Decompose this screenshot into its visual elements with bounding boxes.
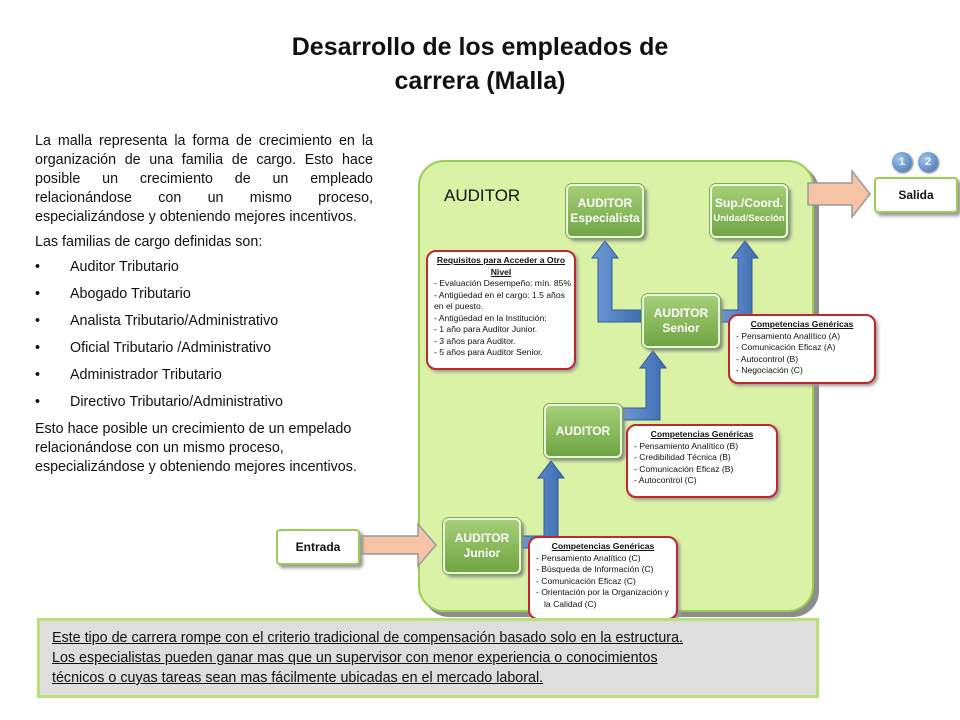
node-auditor-especialista: AUDITOR Especialista: [566, 184, 644, 238]
requisitos-line: - Evaluación Desempeño: mín. 85%: [434, 278, 572, 288]
list-item: Administrador Tributario: [35, 366, 373, 385]
list-item: Oficial Tributario /Administrativo: [35, 339, 373, 358]
node-line: AUDITOR: [577, 196, 633, 210]
title-line-2: carrera (Malla): [394, 67, 566, 95]
node-line: Especialista: [570, 211, 640, 225]
page-title: Desarrollo de los empleados de carrera (…: [0, 30, 960, 98]
competencias-line: - Comunicación Eficaz (C): [536, 575, 636, 586]
node-auditor-senior: AUDITOR Senior: [642, 294, 720, 348]
competencias-junior-box: Competencias Genéricas - Pensamiento Ana…: [528, 536, 678, 620]
competencias-line: - Negociación (C): [736, 365, 803, 375]
step-circle-1: 1: [892, 152, 912, 172]
list-item: Directivo Tributario/Administrativo: [35, 393, 373, 412]
footer-line-2: Los especialistas pueden ganar mas que u…: [52, 650, 658, 666]
panel-label: AUDITOR: [444, 186, 521, 205]
competencias-line: - Credibilidad Técnica (B): [634, 452, 731, 462]
entrada-label: Entrada: [295, 540, 341, 554]
requisitos-line: - Antigüedad en el cargo: 1.5 años: [434, 289, 565, 300]
competencias-head: Competencias Genéricas: [750, 319, 854, 329]
competencias-line: - Comunicación Eficaz (A): [736, 342, 836, 352]
title-line-1: Desarrollo de los empleados de: [291, 33, 669, 61]
node-line: Sup./Coord.: [715, 196, 783, 210]
circle-number: 2: [924, 156, 932, 168]
node-sup-coord: Sup./Coord. Unidad/Sección: [710, 184, 788, 238]
competencias-line: - Autocontrol (B): [736, 353, 799, 364]
entrada-box: Entrada: [276, 529, 360, 565]
up-arrow-senior-especialista: [590, 240, 643, 323]
competencias-line: - Comunicación Eficaz (B): [634, 463, 734, 474]
list-item: Auditor Tributario: [35, 258, 373, 277]
competencias-auditor-box: Competencias Genéricas - Pensamiento Ana…: [626, 424, 778, 498]
competencias-line: - Autocontrol (C): [634, 475, 697, 485]
node-auditor-junior: AUDITOR Junior: [443, 518, 521, 574]
salida-arrow: [807, 168, 871, 220]
node-line: Junior: [463, 546, 501, 560]
requisitos-box: Requisitos para Acceder a Otro Nivel - E…: [426, 250, 576, 370]
competencias-line: - Pensamiento Analítico (C): [536, 552, 641, 563]
competencias-line: - Orientación por la Organización y: [536, 587, 669, 597]
families-intro: Las familias de cargo definidas son:: [35, 234, 263, 250]
footer-line-3: técnicos o cuyas tareas sean mas fácilme…: [52, 670, 544, 686]
competencias-head: Competencias Genéricas: [650, 429, 754, 439]
competencias-line: la Calidad (C): [544, 598, 597, 609]
competencias-line: - Búsqueda de Información (C): [536, 564, 654, 574]
up-arrow-senior-supcoord: [717, 240, 760, 323]
entrada-arrow: [361, 521, 437, 569]
competencias-head: Competencias Genéricas: [551, 541, 655, 551]
list-item: Abogado Tributario: [35, 285, 373, 304]
requisitos-line: - 3 años para Auditor.: [434, 335, 516, 346]
competencias-line: - Pensamiento Analítico (B): [634, 440, 739, 451]
node-line: Unidad/Sección: [713, 213, 785, 224]
requisitos-line: - 1 año para Auditor Junior.: [434, 324, 538, 334]
node-line: Senior: [662, 321, 700, 335]
node-line: AUDITOR: [555, 423, 611, 438]
list-item: Analista Tributario/Administrativo: [35, 312, 373, 331]
salida-box: Salida: [874, 177, 958, 213]
circle-number: 1: [898, 156, 906, 168]
requisitos-line: - 5 años para Auditor Senior.: [434, 347, 543, 357]
footer-note: Este tipo de carrera rompe con el criter…: [37, 618, 819, 698]
body-text: La malla representa la forma de crecimie…: [35, 132, 373, 483]
requisitos-head: Requisitos para Acceder a Otro Nivel: [436, 255, 566, 277]
up-arrow-junior-auditor: [517, 460, 566, 549]
node-line: AUDITOR: [653, 306, 709, 320]
requisitos-line: en el puesto.: [434, 301, 484, 311]
salida-label: Salida: [898, 188, 934, 202]
footer-line-1: Este tipo de carrera rompe con el criter…: [52, 630, 683, 646]
up-arrow-auditor-senior: [619, 350, 668, 421]
conclusion-paragraph: Esto hace posible un crecimiento de un e…: [35, 421, 357, 475]
competencias-senior-box: Competencias Genéricas - Pensamiento Ana…: [728, 314, 876, 384]
step-circle-2: 2: [918, 152, 938, 172]
competencias-line: - Pensamiento Analítico (A): [736, 330, 841, 341]
intro-paragraph: La malla representa la forma de crecimie…: [35, 133, 373, 225]
node-line: AUDITOR: [454, 531, 510, 545]
requisitos-line: - Antigüedad en la Institución:: [434, 312, 547, 323]
node-auditor: AUDITOR: [544, 404, 622, 458]
families-list: Auditor Tributario Abogado Tributario An…: [35, 258, 373, 412]
